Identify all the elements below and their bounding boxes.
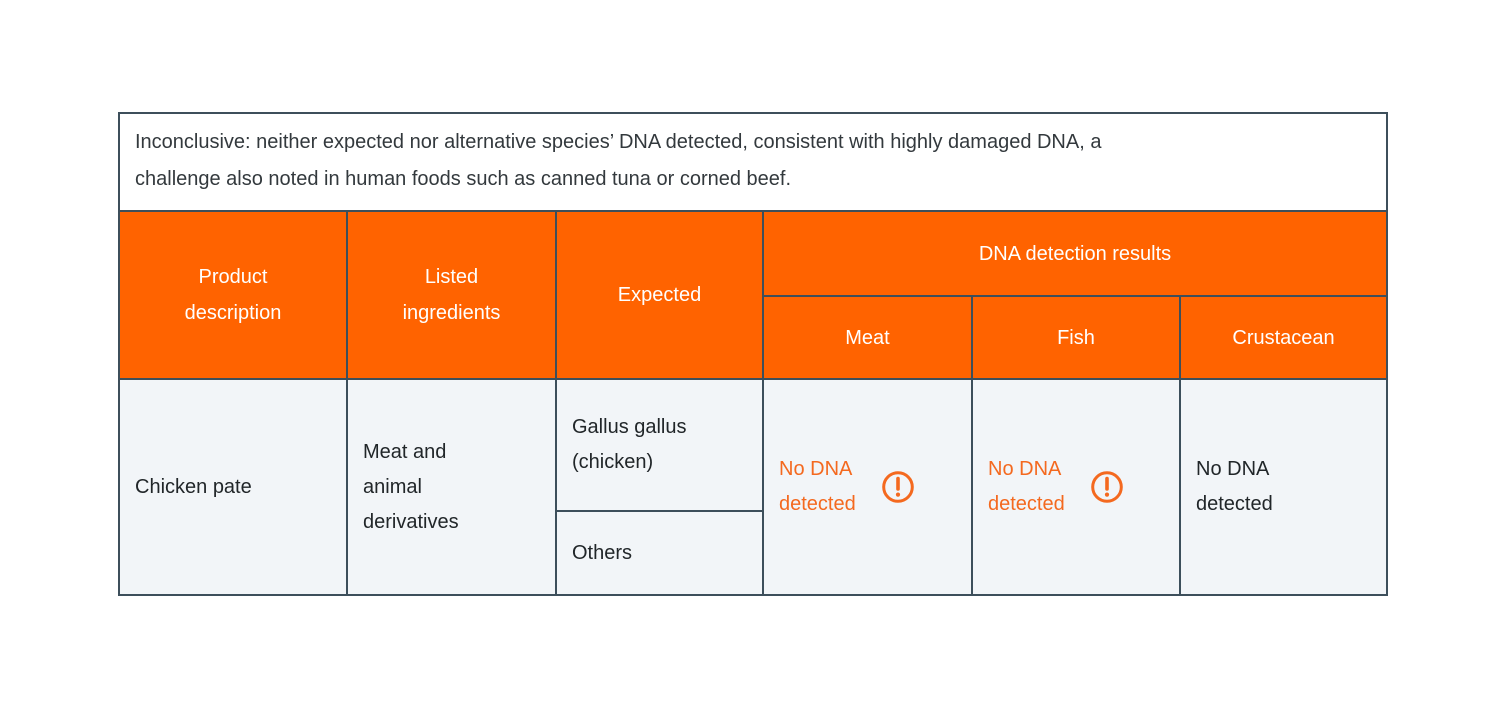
column-header-listed-ingredients: Listed ingredients [346, 210, 557, 380]
column-header-fish: Fish [971, 295, 1181, 380]
fish-result-text: No DNA detected [988, 458, 1065, 515]
meat-result-text: No DNA detected [779, 458, 856, 515]
product-description-cell: Chicken pate [118, 378, 348, 596]
column-group-header-dna-detection-results: DNA detection results [761, 210, 1389, 297]
column-header-crustacean: Crustacean [1178, 295, 1389, 380]
table-row: Chicken pate Meat and animal derivatives… [118, 378, 1389, 596]
header-row-top: Product description Listed ingredients E… [118, 210, 1389, 380]
note-row: Inconclusive: neither expected nor alter… [117, 112, 1389, 212]
header-row-sub: Meat Fish Crustacean [119, 295, 1389, 380]
exclamation-circle-icon [881, 471, 914, 503]
crustacean-result-text: No DNA detected [1196, 458, 1273, 515]
exclamation-circle-icon [1090, 471, 1123, 503]
meat-result: No DNA detected [779, 452, 959, 522]
inconclusive-note: Inconclusive: neither expected nor alter… [117, 112, 1389, 212]
fish-result-cell: No DNA detected [971, 378, 1181, 596]
meat-result-cell: No DNA detected [762, 378, 973, 596]
expected-others-cell: Others [555, 510, 764, 596]
column-header-meat: Meat [762, 295, 973, 380]
expected-species-cell: Gallus gallus (chicken) [555, 378, 764, 512]
table-row: Others [119, 510, 1387, 596]
listed-ingredients-cell: Meat and animal derivatives [346, 378, 557, 596]
crustacean-result: No DNA detected [1196, 452, 1374, 522]
fish-result: No DNA detected [988, 452, 1167, 522]
column-header-expected: Expected [555, 210, 764, 380]
crustacean-result-cell: No DNA detected [1178, 378, 1389, 596]
results-table: Inconclusive: neither expected nor alter… [117, 112, 1389, 596]
column-header-product-description: Product description [118, 210, 348, 380]
dna-results-figure: Inconclusive: neither expected nor alter… [117, 112, 1389, 596]
